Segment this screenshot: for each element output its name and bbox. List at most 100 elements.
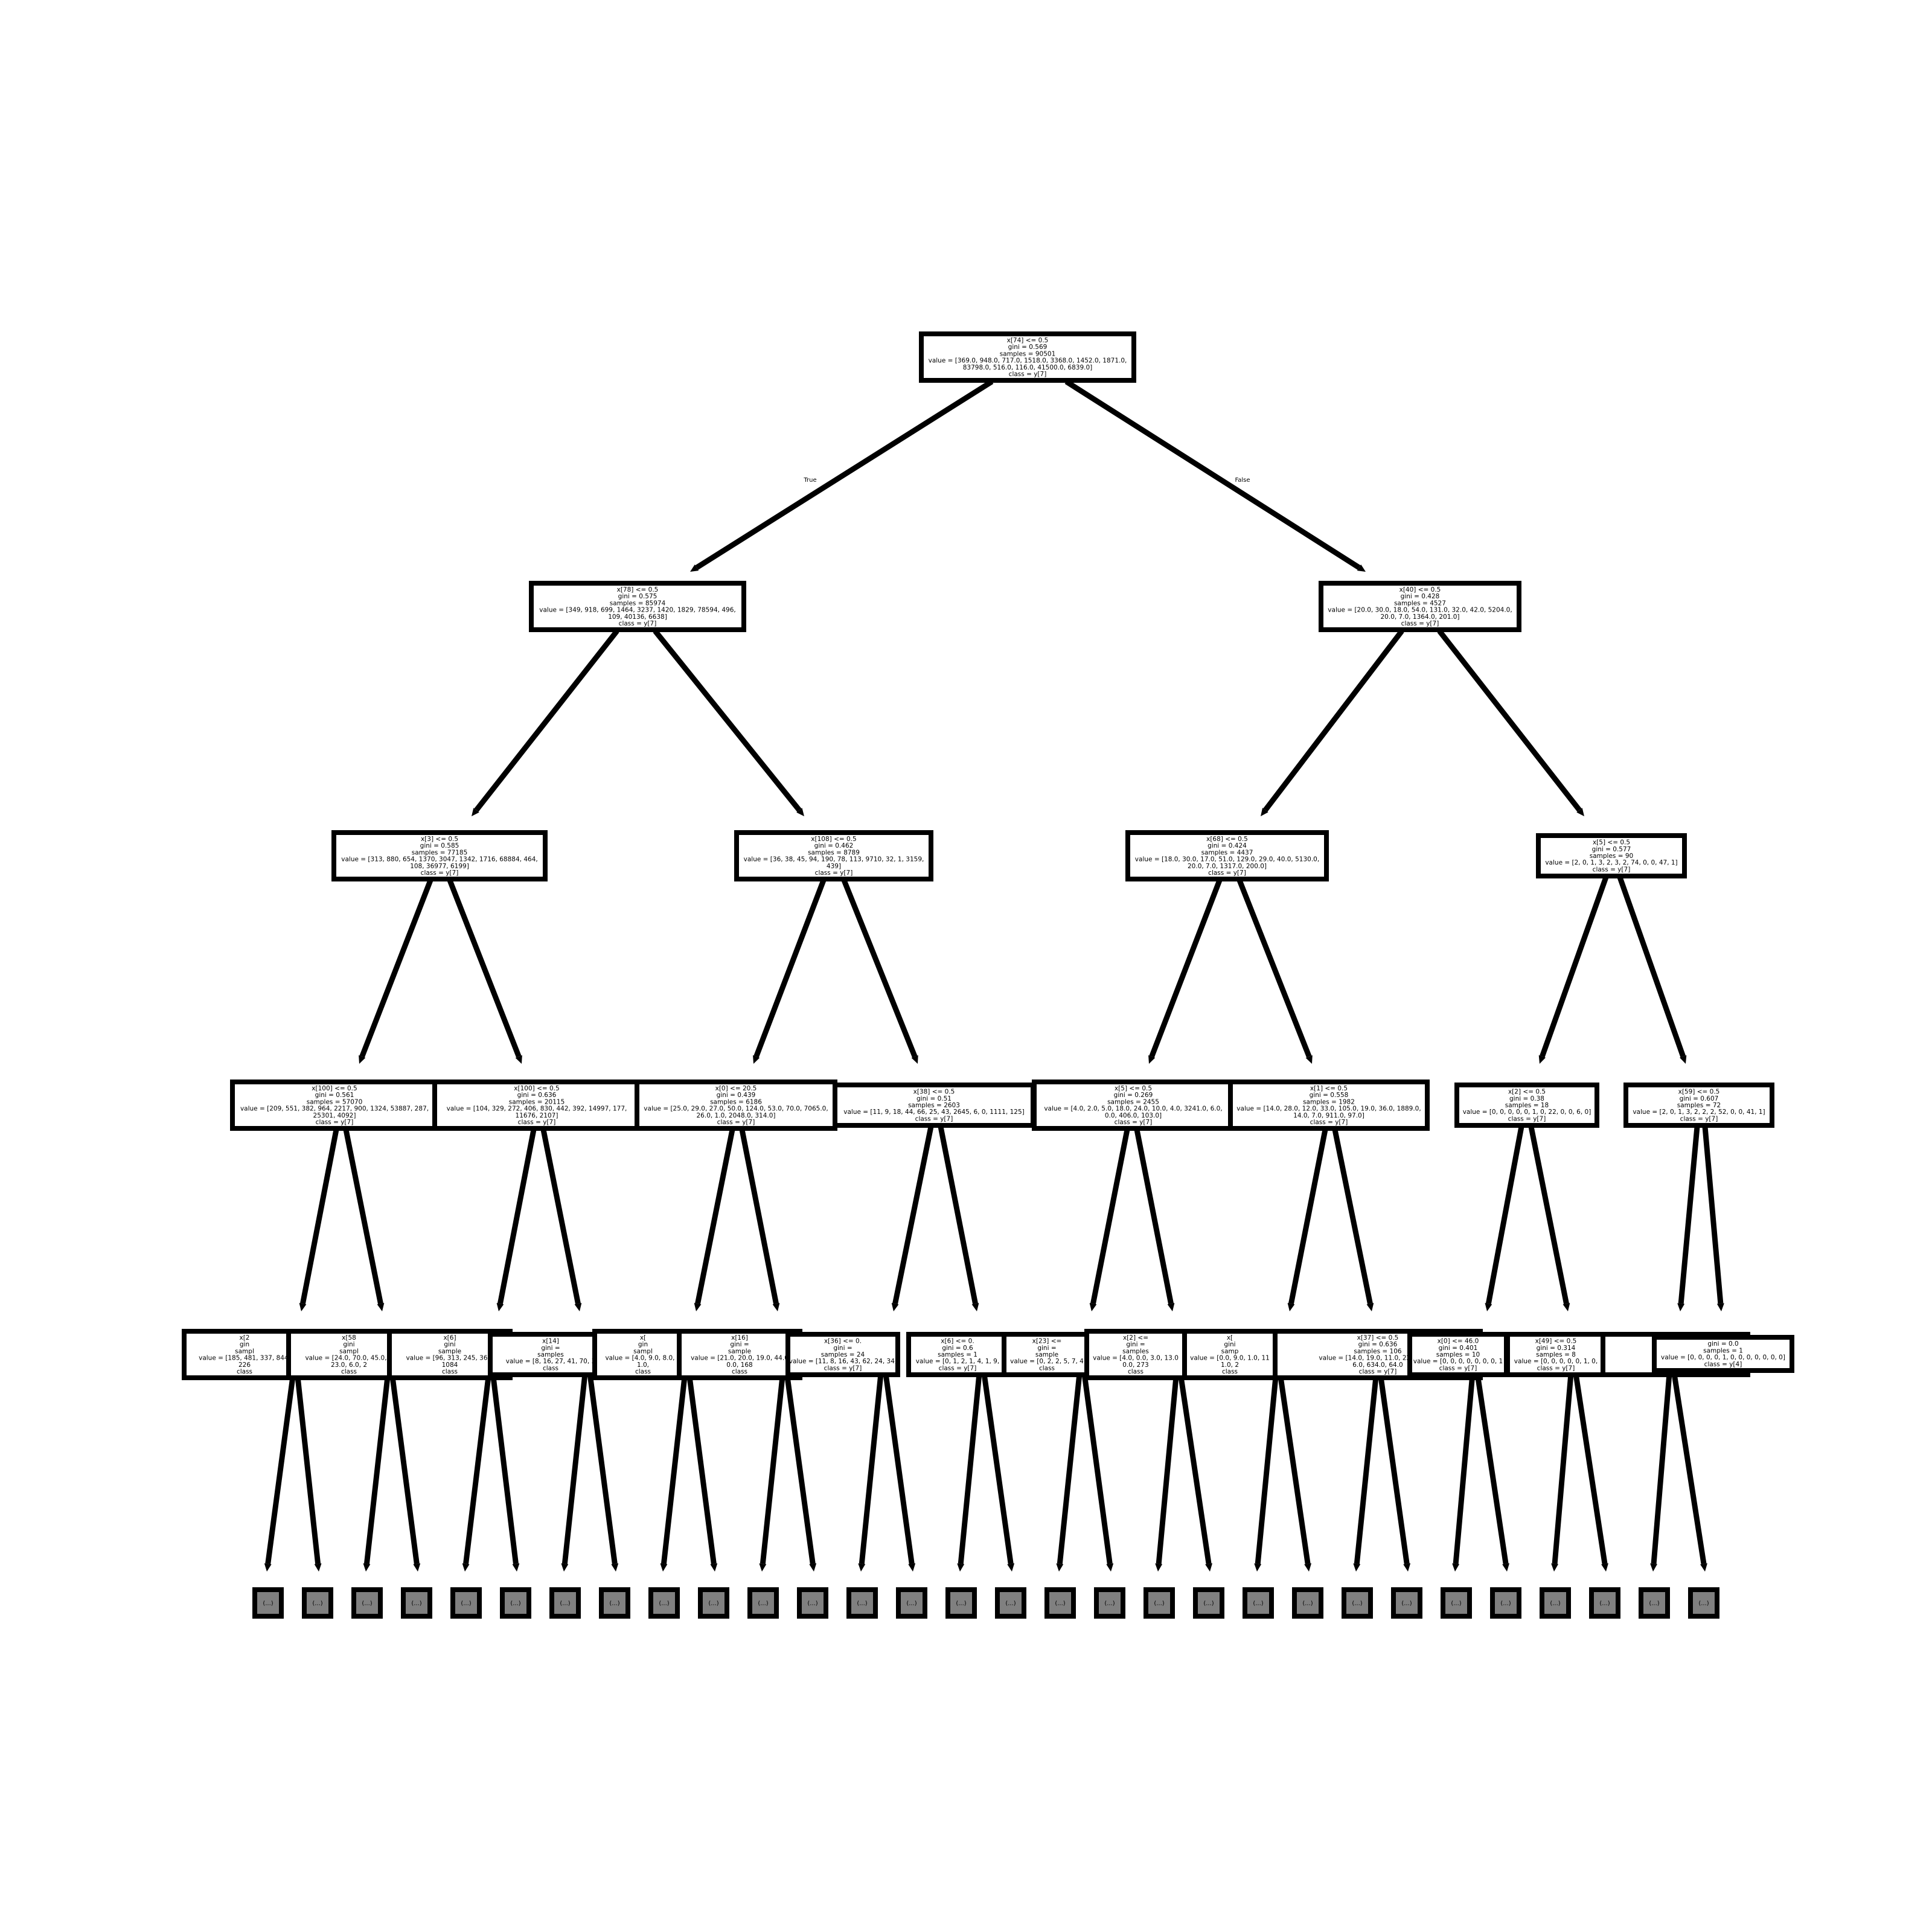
leaf-node: (...) [648,1587,680,1619]
leaf-label: (...) [1500,1601,1511,1607]
leaf-box [252,1587,284,1619]
leaf-label: (...) [263,1601,273,1607]
edge-labels: True False [803,477,1250,484]
leaf-node: (...) [846,1587,878,1619]
node-line: class [1222,1368,1238,1375]
node-box-n23 [1002,1332,1092,1377]
edge-n22-leaf-15-arrowhead [1007,1563,1015,1572]
node-line: value = [14.0, 28.0, 12.0, 33.0, 105.0, … [1236,1105,1421,1113]
node-line: class = y[7] [1208,869,1246,877]
node-line: x[5] <= 0.5 [1115,1085,1152,1092]
node-line: samples = 106 [1354,1348,1401,1355]
edge-n1-n3-arrowhead [472,808,479,816]
leaf-label: (...) [708,1601,718,1607]
node-line: samples = 2455 [1107,1098,1159,1105]
leaf-box [1441,1587,1472,1619]
edge-n29-leaf-28-arrowhead [1650,1563,1658,1572]
node-line: samples = 1 [1703,1347,1743,1354]
edge-n19-leaf-8 [661,1376,688,1564]
leaf-label: (...) [807,1601,817,1607]
edge-n20-leaf-10-arrowhead [759,1563,767,1572]
edge-n9-n20 [739,1129,779,1305]
edge-n26-leaf-23-arrowhead [1403,1563,1411,1572]
node-line: x[58 [342,1334,356,1342]
edge-n15-leaf-1 [295,1376,321,1564]
node-line: x[36] <= 0. [824,1338,862,1345]
node-line: class = y[7] [1359,1368,1397,1375]
edge-n9-n19-arrowhead [694,1303,702,1311]
node-line: value = [2, 0, 1, 3, 2, 3, 2, 74, 0, 0, … [1545,859,1677,866]
leaf-label: (...) [1550,1601,1560,1607]
node-line: class = y[7] [316,1119,354,1126]
node-line: x[2] <= [1123,1334,1148,1342]
edge-n18-leaf-6 [561,1373,588,1564]
leaf-box [1292,1587,1323,1619]
node-line: x[108] <= 0.5 [811,836,856,843]
node-line: 20.0, 7.0, 1364.0, 201.0] [1381,613,1460,621]
leaf-node: (...) [1044,1587,1076,1619]
leaf-label: (...) [956,1601,966,1607]
leaf-node: (...) [1490,1587,1521,1619]
leaf-label: (...) [758,1601,768,1607]
node-line: class = y[7] [1439,1364,1477,1372]
edge-n14-n30-arrowhead [1716,1303,1724,1311]
edge-n12-n26 [1332,1129,1373,1305]
node-line: 226 [238,1361,251,1369]
edge-n11-n23 [1090,1129,1130,1305]
node-line: samples = 8 [1536,1351,1576,1358]
leaf-label: (...) [411,1601,421,1607]
node-line: 20.0, 7.0, 1317.0, 200.0] [1188,863,1267,870]
edge-n21-leaf-12 [859,1373,884,1564]
edge-n13-n28 [1528,1126,1569,1305]
edge-n9-n19 [695,1129,735,1305]
node-line: sampl [339,1348,359,1355]
edge-n4-n9-arrowhead [753,1055,760,1064]
node-line: sample [1035,1351,1058,1358]
leaf-node: (...) [995,1587,1026,1619]
node-line: x[100] <= 0.5 [514,1085,559,1092]
node-box-n14 [1623,1083,1774,1128]
node-line: class [442,1368,458,1375]
edge-n3-n7 [359,879,433,1058]
truncated-leaf-nodes: (...) (...) (...) (...) (...) (...) (...) (...)… [252,1587,1719,1619]
node-line: samples = 8789 [808,849,860,856]
edge-n7-n15 [300,1129,339,1305]
edge-n2-n6-arrowhead [1576,808,1584,816]
node-line: value = [8, 16, 27, 41, 70, 3 [506,1358,595,1365]
node-line: value = [4.0, 2.0, 5.0, 18.0, 24.0, 10.0… [1044,1105,1222,1113]
edge-n6-n14-arrowhead [1680,1055,1687,1064]
node-line: value = [11, 8, 16, 43, 62, 24, 34, [789,1358,897,1365]
node-line: class [543,1364,558,1372]
edge-n19-leaf-8-arrowhead [660,1563,668,1572]
node-line: samples = 77185 [412,849,468,856]
node-line: 108, 36977, 6199] [410,863,469,870]
leaf-node: (...) [1540,1587,1571,1619]
node-line: value = [4.0, 0.0, 3.0, 13.0 [1093,1355,1179,1362]
leaf-node: (...) [549,1587,581,1619]
edge-n23-leaf-17-arrowhead [1106,1563,1114,1572]
edge-n7-n16-arrowhead [377,1303,385,1311]
leaf-node: (...) [747,1587,779,1619]
edge-n12-n25-arrowhead [1287,1303,1295,1311]
node-line: x[37] <= 0.5 [1357,1334,1399,1342]
leaf-box [995,1587,1026,1619]
node-line: class = y[7] [1310,1119,1348,1126]
edge-n27-leaf-24 [1453,1373,1476,1564]
leaf-node: (...) [1391,1587,1422,1619]
edge-n24-leaf-18-arrowhead [1155,1563,1163,1572]
leaf-label: (...) [1451,1601,1461,1607]
edge-n3-n7-arrowhead [359,1055,366,1064]
leaf-label: (...) [1055,1601,1065,1607]
tree-edges [264,379,1724,1572]
leaf-node: (...) [896,1587,927,1619]
edge-n25-leaf-20 [1255,1376,1279,1564]
node-line: class [237,1368,252,1375]
